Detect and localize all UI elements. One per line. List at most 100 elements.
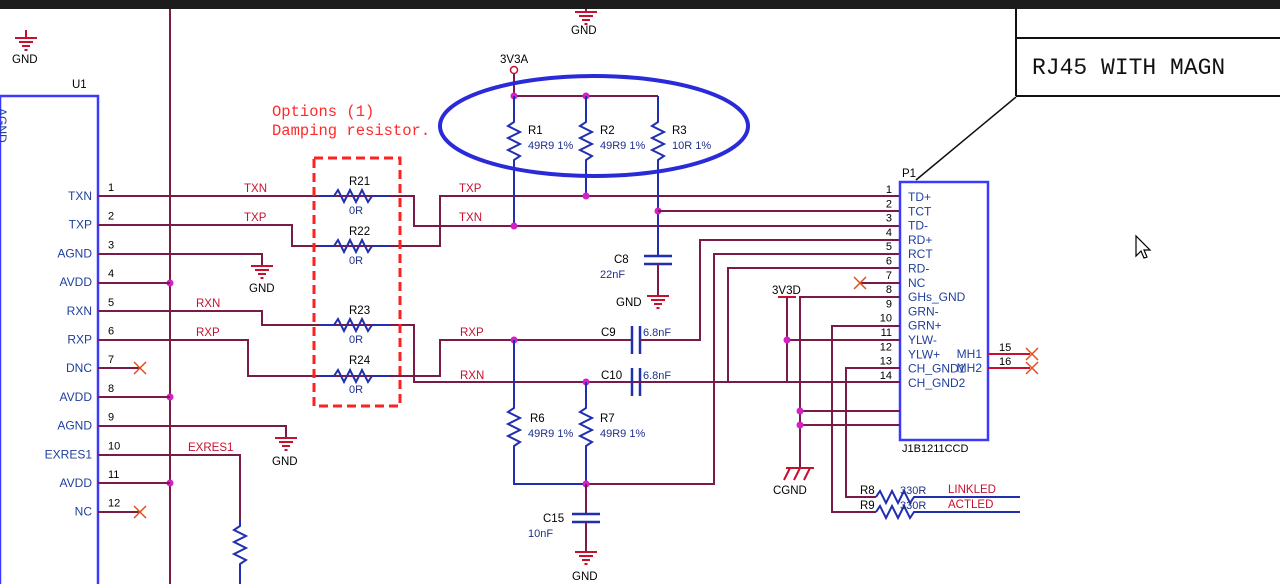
net-labels: TXN TXP RXN RXP EXRES1 TXP TXN RXP RXN — [188, 183, 484, 454]
svg-text:0R: 0R — [349, 255, 363, 267]
svg-text:R9: R9 — [860, 500, 875, 512]
p1-pin-number: 5 — [886, 241, 892, 253]
options-note-line2: Damping resistor. — [272, 122, 430, 140]
capacitor-c9: C9 6.8nF — [601, 326, 676, 354]
p1-pin-name: YLW+ — [908, 347, 940, 361]
u1-pin-number: 5 — [108, 297, 114, 309]
resistor-r7: R7 49R9 1% — [577, 382, 645, 484]
p1-pin-number: 3 — [886, 213, 892, 225]
net-label-txp: TXP — [459, 183, 482, 195]
resistor-r23: R23 0R — [320, 305, 390, 346]
p1-part: J1B1211CCD — [902, 443, 968, 455]
svg-text:3V3D: 3V3D — [772, 285, 801, 297]
p1-pin-name: RCT — [908, 247, 933, 261]
chassis-ground-symbol: CGND — [773, 467, 814, 497]
highlight-ellipse — [438, 74, 750, 178]
svg-text:GND: GND — [572, 571, 598, 583]
u1-pin-name: NC — [75, 505, 93, 519]
svg-text:C8: C8 — [614, 254, 629, 266]
p1-pin-name: MH2 — [957, 361, 983, 375]
resistor-r21: R21 0R — [320, 176, 390, 217]
p1-pin: NC7 — [886, 270, 926, 290]
svg-text:R2: R2 — [600, 125, 615, 137]
net-label-rxp: RXP — [460, 327, 484, 339]
svg-text:R1: R1 — [528, 125, 543, 137]
title-block: RJ45 WITH MAGN — [1015, 9, 1280, 97]
p1-pin-number: 6 — [886, 256, 892, 268]
p1-pin-number: 9 — [886, 298, 892, 310]
u1-pin-number: 3 — [108, 239, 114, 251]
p1-pin-name: RD- — [908, 262, 929, 276]
resistor-r6: R6 49R9 1% — [505, 340, 586, 485]
svg-text:330R: 330R — [900, 485, 926, 497]
p1-pin-name: GRN+ — [908, 319, 942, 333]
svg-text:49R9 1%: 49R9 1% — [528, 428, 573, 440]
svg-text:6.8nF: 6.8nF — [643, 370, 671, 382]
svg-text:R24: R24 — [349, 355, 371, 367]
svg-text:R23: R23 — [349, 305, 370, 317]
p1-pin-name: YLW- — [908, 333, 937, 347]
capacitor-c15: C15 10nF GND — [528, 484, 600, 583]
svg-text:0R: 0R — [349, 334, 363, 346]
p1-pin: RD+4 — [886, 227, 932, 247]
p1-pin-number: 15 — [999, 342, 1011, 354]
p1-pin: YLW+12 — [880, 341, 940, 361]
u1-pin-number: 8 — [108, 383, 114, 395]
p1-pin-name: TCT — [908, 204, 932, 218]
u1-pin-number: 12 — [108, 498, 120, 510]
p1-pin: TD- 3 — [886, 213, 928, 233]
svg-text:LINKLED: LINKLED — [948, 484, 996, 496]
u1-pin-number: 2 — [108, 211, 114, 223]
svg-text:ACTLED: ACTLED — [948, 499, 993, 511]
svg-text:GND: GND — [616, 297, 642, 309]
damping-resistor-box — [312, 156, 402, 408]
resistor-r22: R22 0R — [320, 226, 390, 267]
p1-pin-number: 10 — [880, 313, 892, 325]
net-label-exres1: EXRES1 — [188, 442, 233, 454]
u1-pin-number: 4 — [108, 268, 114, 280]
resistor-r3: R3 10R 1% — [649, 96, 711, 256]
svg-text:R22: R22 — [349, 226, 370, 238]
u1-pin-list: TXN1TXP2AGND3AVDD4RXN5RXP6DNC7AVDD8AGND9… — [45, 182, 121, 519]
u1-pin-number: 6 — [108, 326, 114, 338]
gnd-label: GND — [12, 54, 38, 66]
net-label-txn: TXN — [459, 212, 482, 224]
svg-text:R3: R3 — [672, 125, 687, 137]
svg-text:49R9 1%: 49R9 1% — [528, 140, 573, 152]
svg-text:3V3A: 3V3A — [500, 54, 528, 66]
p1-pin-number: 4 — [886, 227, 892, 239]
net-label-rxn: RXN — [196, 298, 220, 310]
window-top-bar — [0, 0, 1280, 9]
title-block-text: RJ45 WITH MAGN — [1032, 55, 1225, 81]
resistor-r2: R2 49R9 1% — [577, 96, 645, 196]
p1-pin: TD+1 — [886, 184, 931, 204]
net-label-rxp: RXP — [196, 327, 220, 339]
u1-pin-number: 7 — [108, 354, 114, 366]
svg-text:CGND: CGND — [773, 485, 807, 497]
u1-pin-name: RXN — [67, 304, 92, 318]
net-label-txn: TXN — [244, 183, 267, 195]
p1-pin-name: GHs_GND — [908, 290, 966, 304]
svg-text:R8: R8 — [860, 485, 875, 497]
p1-pin: YLW-11 — [881, 327, 937, 347]
u1-agnd-side-label: AGND — [0, 108, 9, 143]
svg-text:10R 1%: 10R 1% — [672, 140, 711, 152]
options-note-line1: Options (1) — [272, 103, 374, 121]
gnd-label: GND — [249, 283, 275, 295]
p1-pin-name: TD- — [908, 219, 928, 233]
leader-line — [915, 96, 1017, 181]
junction-dot — [510, 222, 518, 230]
p1-pin-name: NC — [908, 276, 926, 290]
u1-pin-name: EXRES1 — [45, 447, 93, 461]
p1-pin: GRN+ 10 — [880, 313, 942, 333]
